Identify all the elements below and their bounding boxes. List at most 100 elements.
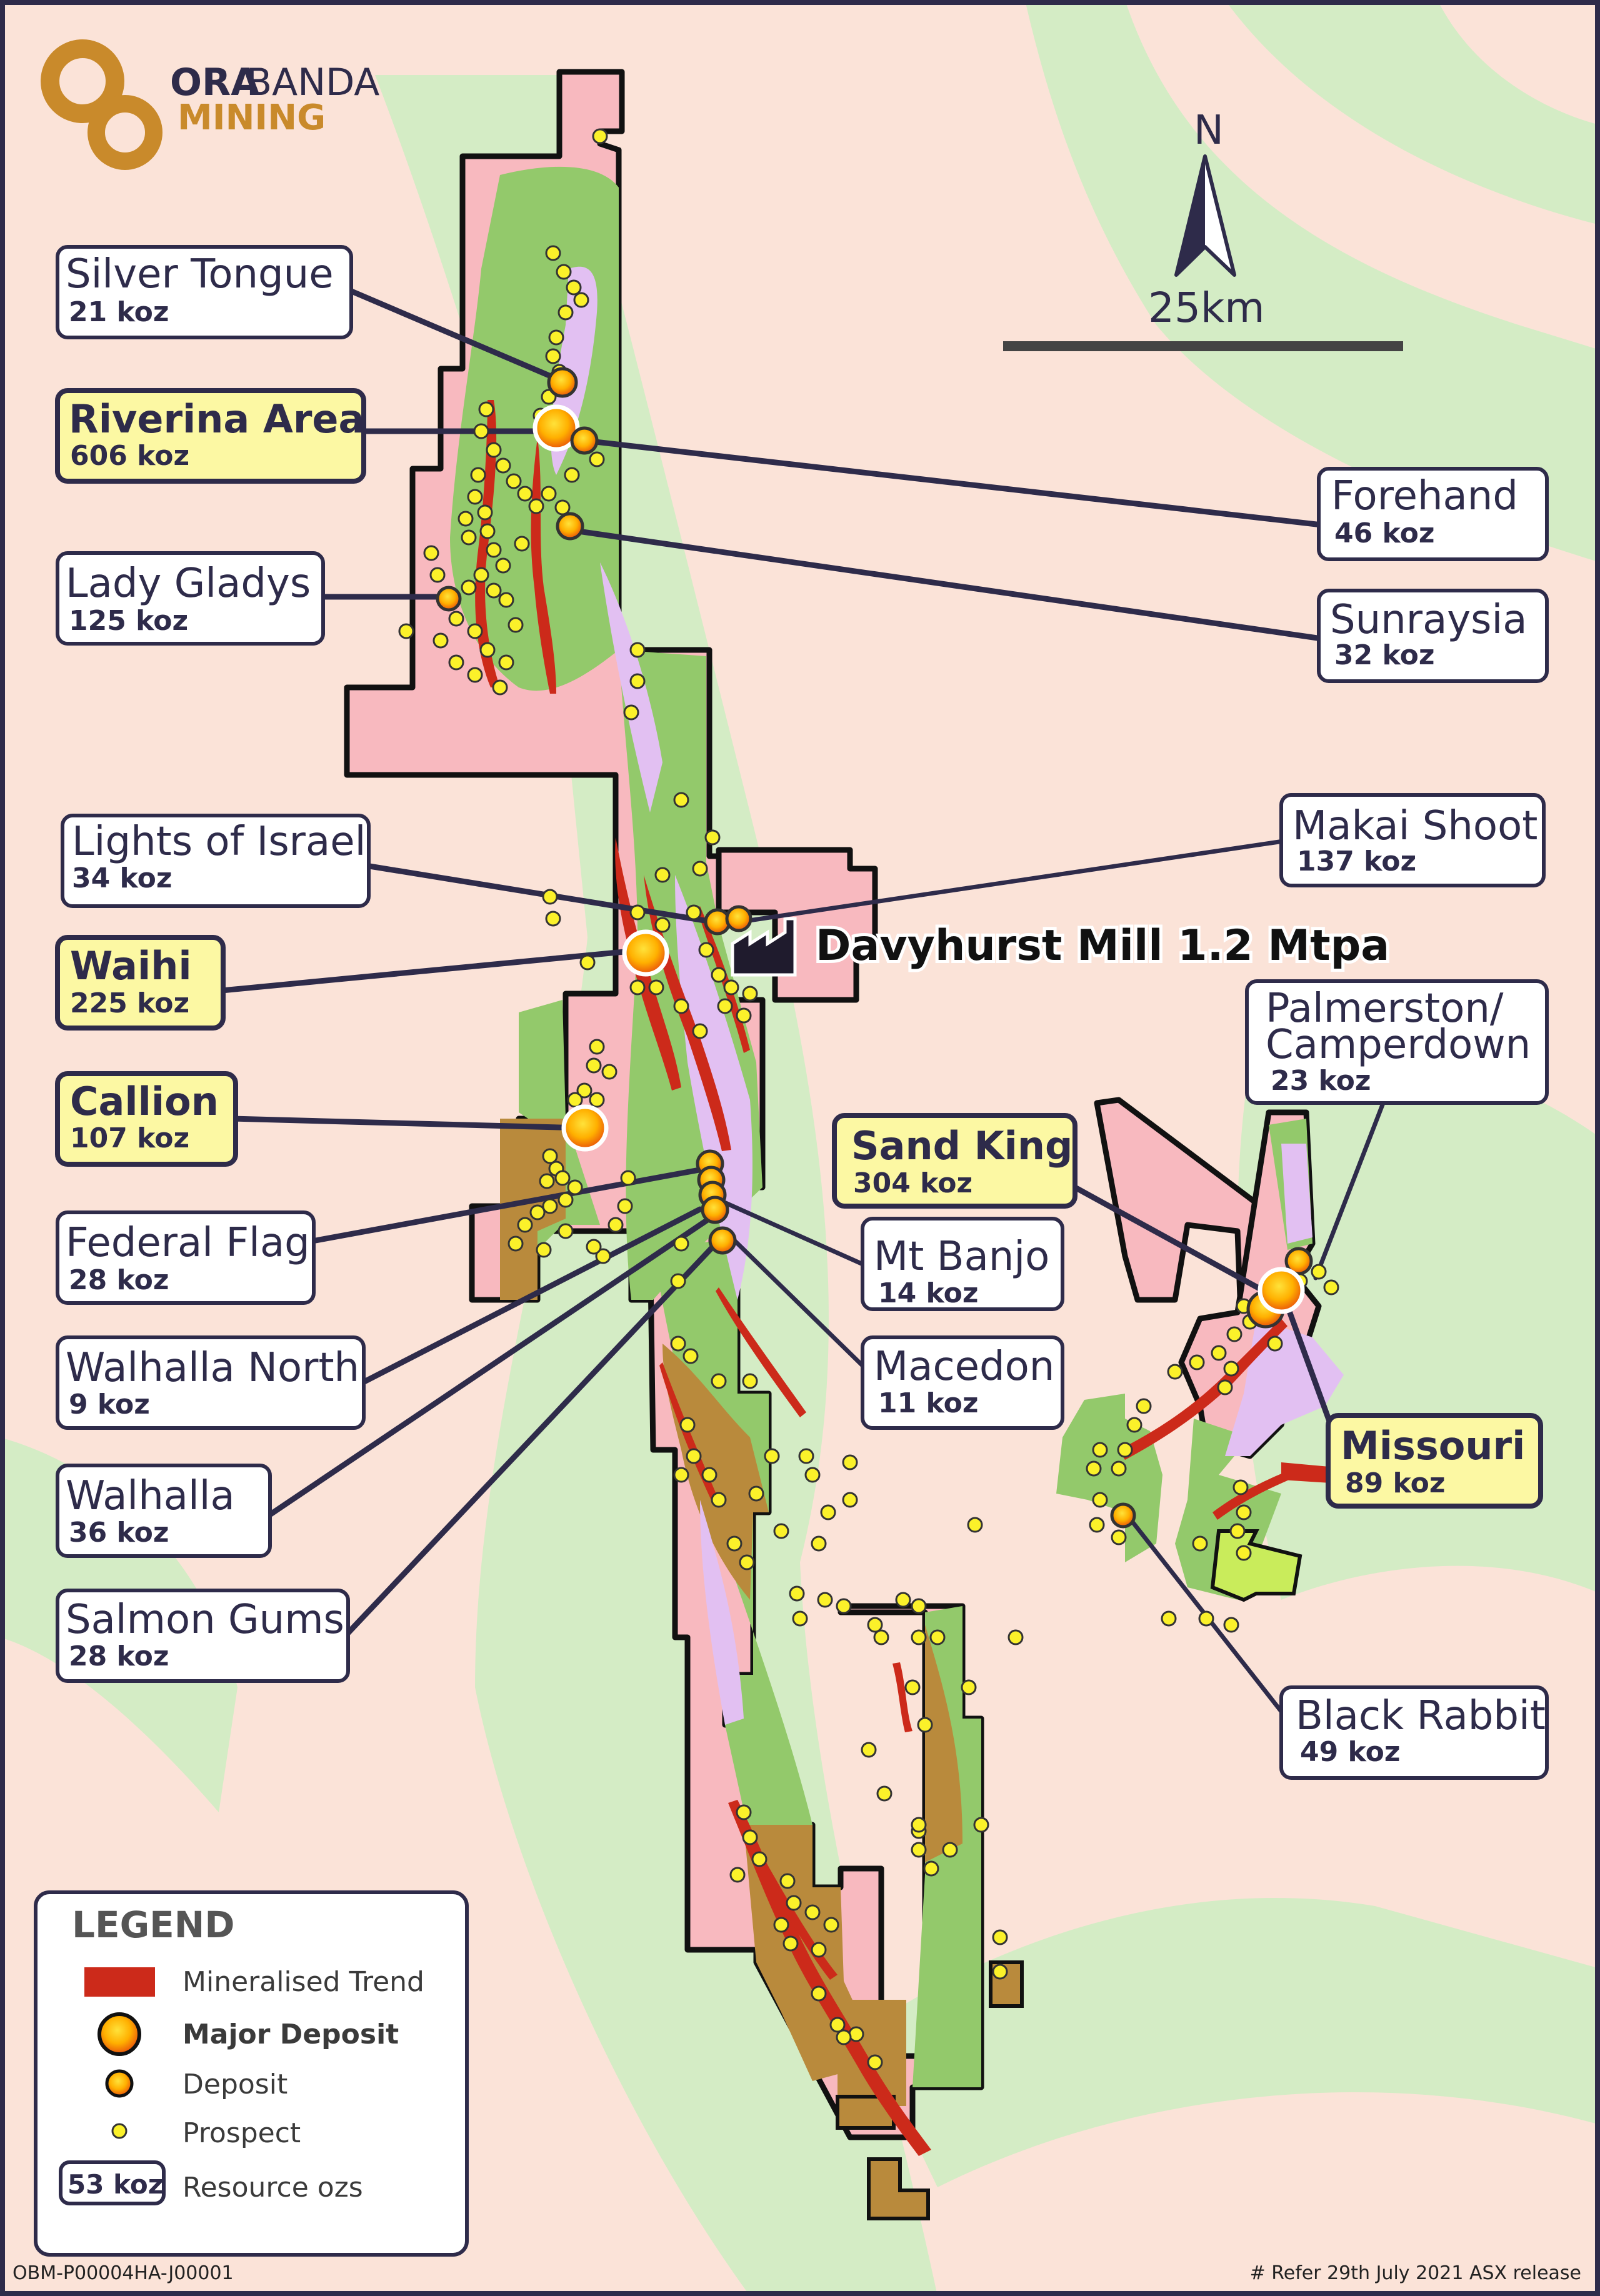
label-sand-king: Sand King 304 koz bbox=[832, 1113, 1078, 1209]
prospect-dot bbox=[992, 1964, 1008, 1980]
prospect-dot bbox=[686, 904, 702, 921]
svg-text:Forehand: Forehand bbox=[1331, 473, 1518, 519]
svg-text:32 koz: 32 koz bbox=[1334, 639, 1434, 671]
prospect-dot bbox=[1226, 1326, 1242, 1342]
prospect-dot bbox=[911, 1817, 927, 1833]
prospect-dot bbox=[895, 1592, 911, 1608]
label-lights-of-israel: Lights of Israel 34 koz bbox=[61, 814, 371, 908]
prospect-dot bbox=[566, 279, 582, 296]
prospect-dot bbox=[1236, 1545, 1252, 1561]
prospect-dot bbox=[692, 1023, 708, 1039]
prospect-dot bbox=[554, 1170, 571, 1186]
prospect-dot bbox=[911, 1598, 927, 1614]
logo-ring-bottom bbox=[88, 95, 162, 170]
prospect-dot bbox=[461, 529, 477, 546]
prospect-dot bbox=[1126, 1417, 1142, 1433]
svg-text:Salmon Gums: Salmon Gums bbox=[66, 1597, 344, 1643]
prospect-dot bbox=[817, 1592, 833, 1608]
svg-text:Lights of Israel: Lights of Israel bbox=[72, 819, 366, 865]
svg-text:606 koz: 606 koz bbox=[70, 440, 189, 472]
prospect-dot bbox=[836, 1598, 852, 1614]
svg-text:Silver Tongue: Silver Tongue bbox=[66, 251, 334, 297]
svg-text:Makai Shoot: Makai Shoot bbox=[1292, 803, 1538, 849]
prospect-dot bbox=[1086, 1460, 1102, 1477]
prospect-dot bbox=[567, 1092, 583, 1108]
prospect-dot bbox=[486, 442, 502, 458]
prospect-dot bbox=[923, 1860, 939, 1877]
prospect-dot bbox=[867, 2054, 883, 2070]
prospect-dot bbox=[479, 523, 496, 539]
svg-text:34 koz: 34 koz bbox=[72, 862, 172, 894]
prospect-dot bbox=[564, 467, 580, 483]
prospect-dot bbox=[779, 1873, 796, 1889]
prospect-dot bbox=[1223, 1360, 1239, 1377]
prospect-dot bbox=[1167, 1364, 1183, 1380]
prospect-dot bbox=[842, 1454, 858, 1470]
prospect-dot bbox=[842, 1492, 858, 1508]
prospect-dot bbox=[992, 1929, 1008, 1945]
prospect-dot bbox=[782, 1935, 799, 1952]
deposit-marker-waihi bbox=[622, 929, 669, 977]
deposit-marker-makai-shoot bbox=[725, 905, 752, 932]
label-makai-shoot: Makai Shoot 137 koz bbox=[1279, 793, 1546, 887]
logo-ring-top bbox=[41, 39, 124, 123]
svg-text:Lady Gladys: Lady Gladys bbox=[66, 561, 311, 607]
label-sunraysia: Sunraysia 32 koz bbox=[1317, 589, 1549, 683]
deposit-marker-forehand bbox=[570, 426, 599, 455]
prospect-dot bbox=[1089, 1517, 1105, 1533]
prospect-dot bbox=[517, 486, 533, 502]
svg-text:Prospect: Prospect bbox=[182, 2117, 301, 2149]
svg-text:Resource ozs: Resource ozs bbox=[182, 2172, 363, 2204]
label-federal-flag: Federal Flag 28 koz bbox=[56, 1210, 316, 1305]
prospect-dot bbox=[1323, 1279, 1339, 1295]
prospect-dot bbox=[829, 2017, 846, 2033]
prospect-dot bbox=[673, 1235, 689, 1252]
prospect-dot bbox=[1311, 1264, 1327, 1280]
prospect-dot bbox=[495, 457, 511, 474]
svg-text:MINING: MINING bbox=[178, 97, 326, 138]
prospect-dot bbox=[764, 1448, 780, 1464]
prospect-dot bbox=[848, 2026, 864, 2042]
prospect-dot bbox=[629, 642, 646, 658]
prospect-dot bbox=[586, 1057, 602, 1074]
svg-text:Mt Banjo: Mt Banjo bbox=[874, 1234, 1049, 1280]
prospect-dot bbox=[726, 1535, 742, 1552]
prospect-dot bbox=[836, 2029, 852, 2045]
prospect-dot bbox=[1223, 1617, 1239, 1633]
prospect-dot bbox=[529, 1204, 546, 1220]
company-logo: ORA BANDA MINING bbox=[41, 39, 379, 170]
prospect-dot bbox=[929, 1629, 946, 1645]
legend-trend-swatch bbox=[84, 1967, 155, 1997]
svg-text:Deposit: Deposit bbox=[182, 2069, 288, 2100]
prospect-dot bbox=[1092, 1492, 1108, 1508]
prospect-dot bbox=[911, 1629, 927, 1645]
svg-text:53 koz: 53 koz bbox=[68, 2169, 163, 2200]
prospect-dot bbox=[1008, 1629, 1024, 1645]
prospect-dot bbox=[1092, 1442, 1108, 1458]
legend: LEGEND Mineralised Trend Major Deposit D… bbox=[34, 1890, 469, 2257]
prospect-dot bbox=[1236, 1504, 1252, 1520]
north-arrow: N bbox=[1174, 107, 1236, 277]
prospect-dot bbox=[473, 423, 489, 439]
prospect-dot bbox=[528, 498, 544, 514]
prospect-dot bbox=[556, 264, 572, 280]
prospect-dot bbox=[467, 489, 483, 505]
prospect-dot bbox=[554, 499, 571, 516]
svg-text:Walhalla North: Walhalla North bbox=[66, 1345, 359, 1391]
prospect-dot bbox=[686, 1448, 702, 1464]
greenstone-yellowgreen bbox=[1210, 1529, 1302, 1602]
deposits bbox=[436, 367, 1313, 1529]
prospect-dot bbox=[723, 979, 739, 996]
prospect-dot bbox=[823, 1917, 839, 1933]
prospect-dot bbox=[1111, 1529, 1127, 1545]
deposit-marker-sunraysia bbox=[556, 512, 584, 541]
prospect-dot bbox=[673, 1467, 689, 1483]
svg-text:N: N bbox=[1194, 107, 1224, 154]
prospect-dot bbox=[589, 1039, 605, 1055]
footer-code: OBM-P00004HA-J00001 bbox=[12, 2262, 234, 2284]
deposit-marker-silver-tongue bbox=[547, 367, 578, 398]
svg-text:137 koz: 137 koz bbox=[1297, 846, 1416, 877]
prospect-dot bbox=[742, 1373, 758, 1389]
prospect-dot bbox=[748, 1485, 764, 1502]
prospect-dot bbox=[576, 1082, 592, 1099]
